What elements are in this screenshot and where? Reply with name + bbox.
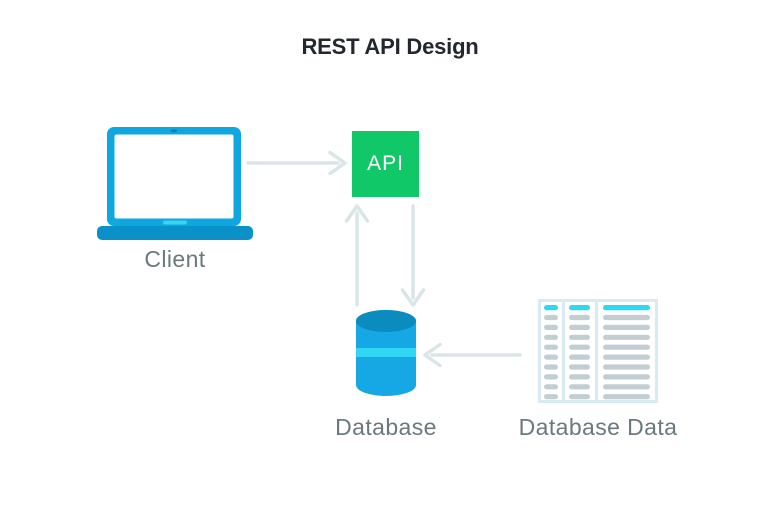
table-row-bar [569, 334, 590, 340]
table-header-bar [544, 305, 558, 311]
table-row-bar [544, 394, 558, 400]
table-row-bar [603, 394, 650, 400]
table-row-bar [603, 314, 650, 321]
table-row-bar [569, 374, 590, 380]
table-row-bar [603, 374, 650, 380]
table-bars [544, 305, 650, 400]
table-row-bar [544, 314, 558, 321]
table-row-bar [603, 334, 650, 340]
table-row-bar [603, 344, 650, 350]
table-row-bar [603, 364, 650, 370]
database-cylinder-icon [356, 310, 416, 396]
table-row-bar [569, 314, 590, 321]
table-row-bar [569, 384, 590, 390]
table-header-bar [603, 305, 650, 311]
database-top [356, 310, 416, 332]
table-row-bar [569, 394, 590, 400]
arrow-database-to-api [344, 204, 370, 307]
diagram-title: REST API Design [301, 34, 479, 59]
api-label: API [367, 152, 404, 175]
table-row-bar [569, 324, 590, 330]
node-database-data: Database Data [519, 299, 677, 440]
node-database: Database [335, 310, 436, 440]
client-label: Client [144, 246, 206, 272]
table-row-bar [544, 344, 558, 350]
table-row-bar [603, 384, 650, 390]
database-stripe [356, 348, 416, 357]
table-row-bar [603, 354, 650, 360]
table-row-bar [603, 324, 650, 330]
node-client: Client [97, 125, 253, 272]
laptop-screen [114, 134, 234, 219]
laptop-icon [97, 127, 253, 240]
table-row-bar [544, 374, 558, 380]
database-label: Database [335, 414, 437, 440]
data-table-icon [538, 299, 658, 403]
table-row-bar [569, 344, 590, 350]
laptop-hinge-bar [163, 220, 187, 225]
table-row-bar [544, 384, 558, 390]
laptop-base [97, 226, 253, 240]
table-row-bar [544, 334, 558, 340]
node-api: API [352, 131, 419, 197]
arrow-api-to-database [400, 204, 426, 307]
table-row-bar [544, 354, 558, 360]
table-header-bar [569, 305, 590, 311]
arrow-database-data-to-database [423, 342, 522, 368]
table-row-bar [569, 364, 590, 370]
laptop-camera-dot [170, 129, 178, 133]
table-row-bar [569, 354, 590, 360]
database-data-label: Database Data [518, 414, 678, 440]
arrow-client-to-api [246, 150, 347, 176]
table-row-bar [544, 324, 558, 330]
table-row-bar [544, 364, 558, 370]
